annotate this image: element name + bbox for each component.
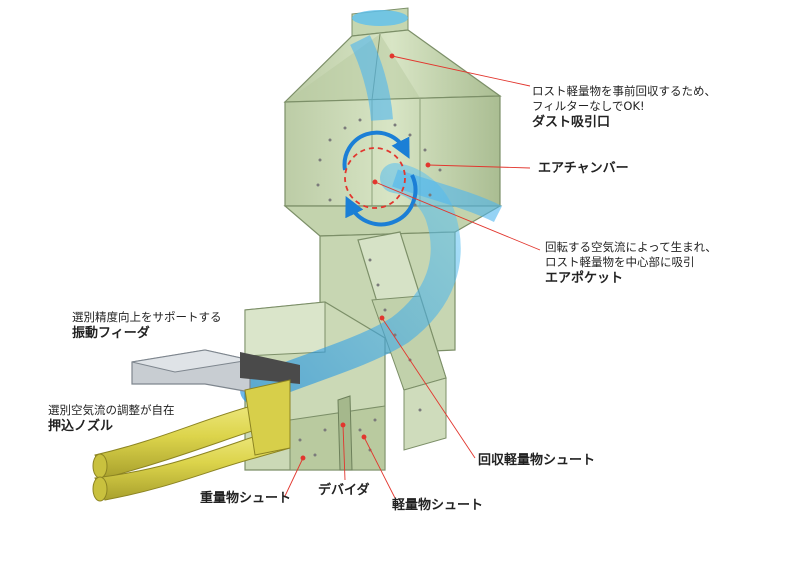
air-flow-stream (240, 35, 503, 405)
dust-intake-note-2: フィルターなしでOK! (532, 99, 645, 113)
label-divider: デバイダ (318, 482, 369, 499)
label-recovery-chute: 回収軽量物シュート (478, 452, 595, 469)
dust-intake-note: ロスト軽量物を事前回収するため、 (532, 84, 716, 98)
label-vibrating-feeder: 選別精度向上をサポートする 振動フィーダ (72, 310, 222, 342)
dust-intake-name: ダスト吸引口 (532, 115, 611, 130)
air-pocket-name: エアポケット (545, 271, 624, 286)
heavy-chute-name: 重量物シュート (200, 491, 292, 506)
label-dust-intake: ロスト軽量物を事前回収するため、 フィルターなしでOK! ダスト吸引口 (532, 84, 716, 131)
label-air-pocket: 回転する空気流によって生まれ、 ロスト軽量物を中心部に吸引 エアポケット (545, 240, 717, 287)
vibrating-feeder-name: 振動フィーダ (72, 326, 150, 341)
label-heavy-chute: 重量物シュート (200, 490, 291, 507)
air-chamber-name: エアチャンバー (538, 161, 629, 176)
divider-name: デバイダ (318, 483, 370, 498)
upper-hood (283, 29, 502, 103)
recovery-chute-name: 回収軽量物シュート (478, 453, 596, 468)
push-nozzle-note: 選別空気流の調整が自在 (48, 403, 175, 417)
label-air-chamber: エアチャンバー (538, 160, 629, 177)
label-push-nozzle: 選別空気流の調整が自在 押込ノズル (48, 403, 175, 435)
air-swirl (342, 130, 418, 227)
vibrating-feeder-note: 選別精度向上をサポートする (72, 310, 222, 324)
leader-lines (284, 53, 541, 499)
light-chute-name: 軽量物シュート (392, 498, 484, 513)
air-pocket-note-2: ロスト軽量物を中心部に吸引 (545, 255, 695, 269)
push-nozzle (92, 379, 291, 502)
label-light-chute: 軽量物シュート (392, 497, 483, 514)
air-pocket-note: 回転する空気流によって生まれ、 (545, 240, 717, 254)
push-nozzle-name: 押込ノズル (48, 419, 114, 434)
